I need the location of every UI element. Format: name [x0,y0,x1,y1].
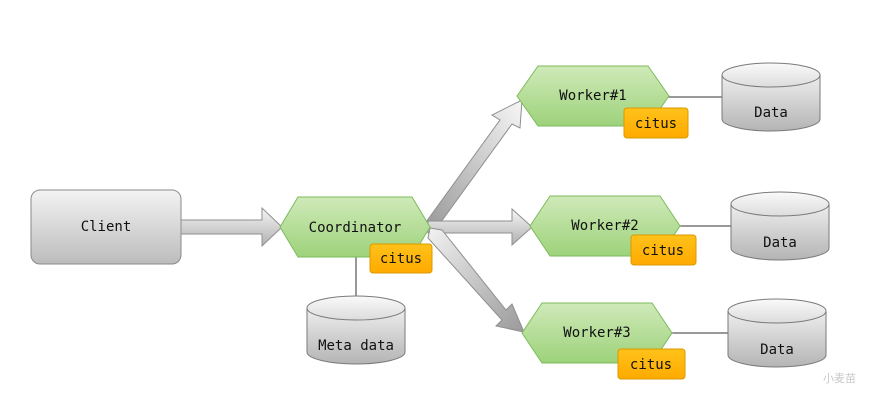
worker1-database: Data [721,62,821,132]
worker2-extension-label: citus [642,243,684,259]
worker1-citus-tag: citus [623,107,689,139]
arrow-client-to-coordinator [180,206,283,248]
arrow-coordinator-to-worker1 [425,99,523,227]
worker1-data-label: Data [754,105,788,121]
worker1-label: Worker#1 [559,88,626,104]
coordinator-node: Coordinator [279,196,431,258]
worker3-database: Data [727,298,827,368]
worker3-label: Worker#3 [563,325,630,341]
worker2-database: Data [730,191,830,261]
coordinator-label: Coordinator [309,220,402,236]
client-node: Client [30,189,182,265]
metadata-database: Meta data [306,295,406,365]
coordinator-extension-label: citus [380,251,422,267]
worker2-citus-tag: citus [630,234,697,266]
watermark-text: 小麦苗 [823,372,856,385]
worker3-citus-tag: citus [617,348,686,380]
worker3-node: Worker#3 [521,302,673,364]
worker3-extension-label: citus [630,357,672,373]
worker2-label: Worker#2 [571,218,638,234]
arrow-coordinator-to-worker3 [427,227,525,333]
client-label: Client [81,219,132,235]
worker2-data-label: Data [763,235,797,251]
metadata-label: Meta data [318,338,394,354]
worker1-extension-label: citus [635,116,677,132]
worker3-data-label: Data [760,342,794,358]
coordinator-citus-tag: citus [369,243,433,274]
